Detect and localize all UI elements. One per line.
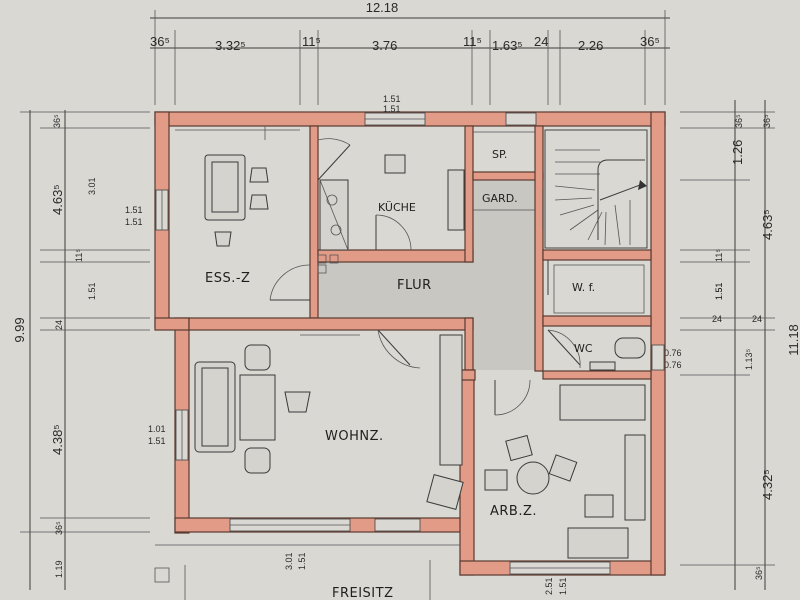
right-dim-6: 1.51 [714, 282, 724, 300]
top-dim-7: 24 [534, 34, 548, 49]
right-dim-12: 4.32⁵ [760, 469, 775, 500]
dining-furniture [175, 126, 300, 247]
left-dim-4: 1.51 [125, 205, 143, 215]
room-label-wc: WC [574, 342, 593, 355]
room-label-kueche: KÜCHE [378, 201, 416, 214]
inner-dim-4: 1.51 [297, 552, 307, 570]
right-dim-4: 4.63⁵ [760, 209, 775, 240]
inner-dimensions: 1.51 1.51 3.01 1.51 2.51 1.51 1.51 [284, 94, 724, 595]
top-dim-8: 2.26 [578, 38, 603, 53]
right-dim-1: 36⁵ [734, 114, 744, 128]
left-dim-1: 36⁵ [52, 114, 62, 128]
inner-dim-7: 1.51 [714, 282, 724, 300]
pantry-fixtures [473, 131, 535, 211]
staircase [544, 129, 648, 249]
hall-floor [473, 180, 543, 370]
room-label-ess: ESS.-Z [205, 271, 250, 286]
right-dim-3: 1.26 [730, 140, 745, 165]
study-furniture [484, 384, 646, 559]
top-dim-3: 11⁵ [302, 34, 321, 49]
right-dim-11: 0.76 [664, 360, 682, 370]
right-dim-2: 36⁵ [762, 114, 772, 128]
room-label-freisitz: FREISITZ [332, 586, 394, 600]
interior-walls [188, 125, 652, 381]
inner-dim-2: 1.51 [383, 104, 401, 114]
terrace [154, 544, 460, 600]
top-dim-6: 1.63⁵ [492, 38, 523, 53]
right-dim-7: 24 [712, 314, 722, 324]
flur-floor [318, 262, 473, 318]
left-dimension-chain: 9.99 36⁵ 4.63⁵ 3.01 1.51 1.51 11⁵ 1.51 2… [12, 110, 166, 590]
right-dim-10: 0.76 [664, 348, 682, 358]
living-furniture [194, 334, 464, 511]
left-dim-7: 1.51 [87, 282, 97, 300]
top-total-dimension: 12.18 [366, 0, 399, 15]
right-dim-5: 11⁵ [714, 249, 724, 262]
kitchen-furniture [317, 154, 465, 274]
top-dim-1: 36⁵ [150, 34, 170, 49]
inner-dim-6: 1.51 [558, 577, 568, 595]
left-dim-13: 1.19 [54, 560, 64, 578]
room-label-wf: W. f. [572, 281, 595, 294]
top-dim-5: 11⁵ [463, 34, 482, 49]
left-dim-12: 36⁵ [54, 521, 64, 535]
room-labels: ESS.-Z KÜCHE SP. GARD. FLUR W. f. WC WOH… [205, 148, 595, 600]
left-dim-3: 3.01 [87, 177, 97, 195]
inner-dim-3: 3.01 [284, 552, 294, 570]
room-label-gard: GARD. [482, 192, 518, 205]
room-label-flur: FLUR [397, 278, 432, 293]
inner-dim-5: 2.51 [544, 577, 554, 595]
left-dim-6: 11⁵ [74, 249, 84, 262]
right-total-dimension: 11.18 [786, 324, 800, 356]
inner-dim-1: 1.51 [383, 94, 401, 104]
top-dim-4: 3.76 [372, 38, 397, 53]
left-dim-10: 1.01 [148, 424, 166, 434]
left-dim-9: 4.38⁵ [50, 424, 65, 455]
top-dimension-chain: 12.18 36⁵ 3.32⁵ 11⁵ 3.76 11⁵ 1.63⁵ 24 2.… [150, 0, 670, 105]
left-dim-2: 4.63⁵ [50, 184, 65, 215]
windows [155, 112, 665, 575]
room-label-arbz: ARB.Z. [490, 504, 537, 519]
wc-fixtures [553, 264, 646, 371]
right-dim-13: 36⁵ [754, 566, 764, 580]
room-label-wohnz: WOHNZ. [325, 429, 384, 444]
top-dim-2: 3.32⁵ [215, 38, 246, 53]
right-dim-8: 24 [752, 314, 762, 324]
left-dim-5: 1.51 [125, 217, 143, 227]
room-label-sp: SP. [492, 148, 507, 161]
top-dim-9: 36⁵ [640, 34, 660, 49]
right-dim-9: 1.13⁵ [744, 348, 754, 370]
right-dimension-chain: 36⁵ 36⁵ 1.26 4.63⁵ 11⁵ 1.51 24 24 1.13⁵ … [664, 100, 800, 590]
doors [269, 138, 581, 416]
left-dim-11: 1.51 [148, 436, 166, 446]
left-total-dimension: 9.99 [12, 317, 27, 342]
left-dim-8: 24 [54, 320, 64, 330]
